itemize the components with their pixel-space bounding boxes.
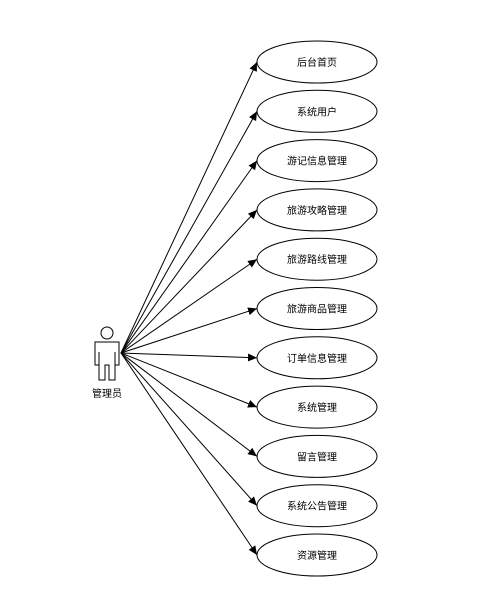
use-case-7-ellipse	[256, 336, 378, 380]
association-arrow-6	[120, 307, 258, 354]
use-case-9-label: 留言管理	[297, 450, 337, 463]
use-case-3-ellipse	[256, 139, 378, 183]
use-case-7-label: 订单信息管理	[287, 352, 347, 365]
actor-label: 管理员	[92, 387, 122, 400]
use-case-8-label: 系统管理	[297, 401, 337, 414]
use-case-4[interactable]: 旅游攻略管理	[256, 188, 378, 232]
use-case-7[interactable]: 订单信息管理	[256, 336, 378, 380]
use-case-11-ellipse	[256, 533, 378, 577]
association-arrow-8	[120, 352, 258, 408]
association-lines	[120, 61, 258, 556]
association-arrow-5	[120, 258, 258, 354]
association-arrow-9	[120, 352, 258, 457]
association-arrow-11	[120, 352, 258, 556]
use-case-5-label: 旅游路线管理	[287, 253, 347, 266]
use-case-9-ellipse	[256, 434, 378, 478]
use-case-8-ellipse	[256, 385, 378, 429]
use-case-8[interactable]: 系统管理	[256, 385, 378, 429]
association-arrow-4	[120, 209, 258, 354]
use-case-9[interactable]: 留言管理	[256, 434, 378, 478]
use-case-1-label: 后台首页	[297, 56, 337, 69]
use-case-10-label: 系统公告管理	[287, 500, 347, 513]
association-arrow-2	[120, 111, 258, 354]
use-case-4-ellipse	[256, 188, 378, 232]
actor-administrator[interactable]: 管理员	[92, 326, 122, 400]
use-case-2-label: 系统用户	[297, 105, 337, 118]
use-case-2[interactable]: 系统用户	[256, 89, 378, 133]
use-case-3[interactable]: 游记信息管理	[256, 139, 378, 183]
use-case-list: 后台首页系统用户游记信息管理旅游攻略管理旅游路线管理旅游商品管理订单信息管理系统…	[256, 40, 378, 577]
use-case-4-label: 旅游攻略管理	[287, 204, 347, 217]
use-case-10-ellipse	[256, 484, 378, 528]
actor-head	[100, 326, 114, 340]
association-arrow-3	[120, 160, 258, 354]
use-case-1-ellipse	[256, 40, 378, 84]
use-case-11-label: 资源管理	[297, 549, 337, 562]
use-case-2-ellipse	[256, 89, 378, 133]
use-case-11[interactable]: 资源管理	[256, 533, 378, 577]
association-arrow-10	[120, 352, 258, 507]
use-case-6[interactable]: 旅游商品管理	[256, 287, 378, 330]
use-case-5-ellipse	[256, 237, 378, 281]
use-case-3-label: 游记信息管理	[287, 155, 347, 168]
association-arrow-7	[120, 352, 258, 362]
use-case-6-ellipse	[256, 287, 378, 330]
use-case-10[interactable]: 系统公告管理	[256, 484, 378, 528]
use-case-1[interactable]: 后台首页	[256, 40, 378, 84]
association-arrow-1	[120, 61, 258, 354]
use-case-5[interactable]: 旅游路线管理	[256, 237, 378, 281]
use-case-6-label: 旅游商品管理	[287, 303, 347, 316]
